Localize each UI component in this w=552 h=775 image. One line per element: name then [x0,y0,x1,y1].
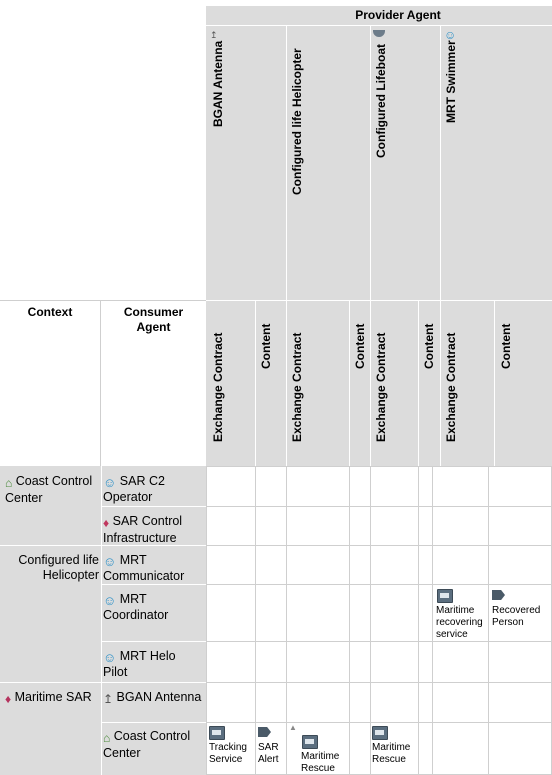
divider [206,25,552,26]
cell-tracking-service[interactable]: Tracking Service [209,742,247,765]
cell-maritime-recovering-service[interactable]: Maritime recovering service [436,605,483,640]
cell-maritime-rescue[interactable]: Maritime Rescue [372,742,411,765]
communicator-icon: ☺ [103,554,117,569]
consumer-sar-control-infrastructure[interactable]: ♦ SAR Control Infrastructure [103,514,183,545]
divider [255,466,256,775]
exchange-contract-icon[interactable] [302,735,318,749]
context-configured-life-helicopter[interactable]: Configured life Helicopter [18,553,99,582]
divider [370,25,371,466]
context-header-label: Context [27,305,73,319]
coast-control-icon: ⌂ [5,476,13,490]
divider [206,506,552,507]
coast-control-icon: ⌂ [103,731,111,745]
divider [206,300,552,301]
consumer-column [101,466,206,775]
context-column [0,466,101,775]
context-coast-control-center[interactable]: ⌂ Coast Control Center [5,474,93,505]
collapse-arrow-icon[interactable]: ▲ [289,723,297,732]
antenna-icon: ↥ [210,30,218,40]
context-maritime-sar[interactable]: ♦ Maritime SAR [5,690,92,706]
divider [286,466,287,775]
consumer-header-label: Consumer Agent [123,305,184,334]
divider [370,466,371,775]
antenna-icon: ↥ [103,692,114,706]
provider-agent-bgan-antenna: BGAN Antenna [211,40,225,127]
divider [206,641,552,642]
consumer-bgan-antenna[interactable]: ↥ BGAN Antenna [103,690,202,706]
divider [440,25,441,466]
operator-icon: ☺ [103,475,117,490]
divider [488,466,489,775]
divider [101,641,206,642]
exchange-contract-icon[interactable] [437,589,453,603]
divider [206,722,552,723]
subcolumn-exchange-contract: Exchange Contract [211,332,225,442]
provider-agent-configured-lifeboat: Configured Lifeboat [374,44,388,158]
divider [432,466,433,775]
maritime-sar-icon: ♦ [5,692,12,706]
divider [494,300,495,466]
cell-sar-alert[interactable]: SAR Alert [258,742,279,765]
divider [0,682,206,683]
divider [349,466,350,775]
coordinator-icon: ☺ [103,593,117,608]
swimmer-icon: ☺ [444,28,457,42]
provider-agent-configured-life-helicopter: Configured life Helicopter [290,48,304,195]
content-icon[interactable] [492,590,505,600]
lifeboat-icon [373,30,385,37]
divider [206,466,552,467]
subcolumn-exchange-contract: Exchange Contract [290,332,304,442]
consumer-mrt-helo-pilot[interactable]: ☺ MRT Helo Pilot [103,649,176,679]
divider [349,300,350,466]
exchange-contract-icon[interactable] [372,726,388,740]
divider [101,722,206,723]
subcolumn-content: Content [353,323,367,369]
infrastructure-icon: ♦ [103,516,110,530]
subcolumn-content: Content [259,323,273,369]
provider-agent-title: Provider Agent [355,8,441,22]
subcolumn-exchange-contract: Exchange Contract [374,332,388,442]
content-icon[interactable] [258,727,271,737]
consumer-mrt-communicator[interactable]: ☺ MRT Communicator [103,553,185,583]
divider [418,300,419,466]
divider [101,584,206,585]
subcolumn-exchange-contract: Exchange Contract [444,332,458,442]
consumer-coast-control-center[interactable]: ⌂ Coast Control Center [103,729,191,760]
divider [206,682,552,683]
provider-agent-mrt-swimmer: MRT Swimmer [444,40,458,123]
consumer-mrt-coordinator[interactable]: ☺ MRT Coordinator [103,592,169,622]
cell-maritime-rescue[interactable]: Maritime Rescue [301,751,340,774]
divider [206,466,207,775]
pilot-icon: ☺ [103,650,117,665]
divider [206,545,552,546]
divider [206,584,552,585]
context-header: Context [0,300,101,466]
consumer-sar-c2-operator[interactable]: ☺ SAR C2 Operator [103,474,165,504]
subcolumn-content: Content [422,323,436,369]
cell-recovered-person[interactable]: Recovered Person [492,605,541,628]
subcolumn-content: Content [499,323,513,369]
divider [418,466,419,775]
divider [255,300,256,466]
divider [286,25,287,466]
consumer-header: Consumer Agent [101,300,206,466]
exchange-contract-icon[interactable] [209,726,225,740]
